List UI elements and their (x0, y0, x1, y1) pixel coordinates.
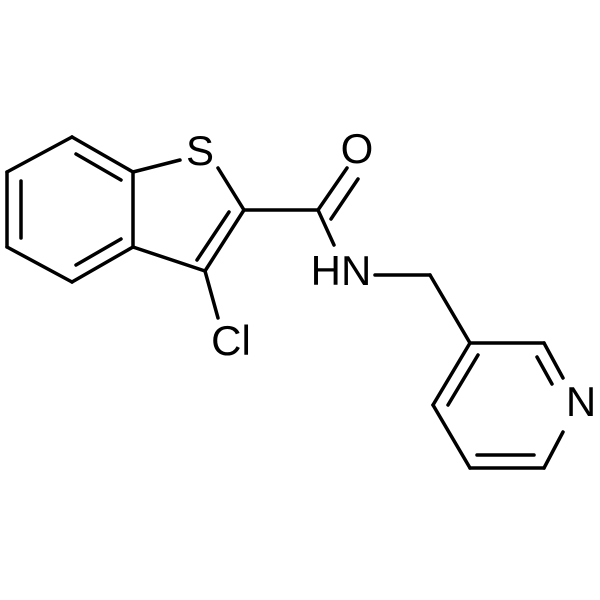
bond-carbonyl-o (316, 166, 349, 212)
bond-py-c4-c3-inner (446, 353, 480, 407)
bond-c6-c1 (5, 135, 74, 174)
bond-c2-c3 (203, 208, 246, 273)
bond-py-c5-c4 (431, 403, 472, 470)
amide-group (242, 166, 360, 247)
bond-c3-cl (203, 269, 220, 320)
bond-carbonyl-o-double (329, 177, 360, 221)
bond-c3-c4 (70, 245, 135, 284)
bond-c4-c5 (5, 245, 74, 284)
methylene-linker (373, 273, 472, 345)
bond-py-c4-c3 (431, 341, 472, 407)
sulfur-label: S (186, 127, 214, 174)
amide-nitrogen-label: HN (311, 247, 372, 294)
pyridine-ring (431, 341, 565, 470)
bond-ch2-pyridine (428, 273, 472, 345)
pyridine-nitrogen-label: N (566, 378, 596, 425)
bond-py-c2-n-inner (535, 355, 554, 386)
benzene-ring (5, 135, 135, 284)
bond-c1-c2 (70, 135, 135, 174)
bond-c7a-s (131, 158, 182, 174)
bond-py-n-c6 (542, 430, 565, 470)
bond-py-c2-n (542, 341, 565, 380)
bond-carbonyl-n (316, 208, 336, 247)
chlorine-label: Cl (211, 317, 251, 364)
bond-c2-c3-inner (195, 210, 231, 262)
bond-c3-c3a (131, 245, 207, 273)
bond-c3-c4-inner (74, 237, 123, 267)
bond-c1-c2-inner (74, 152, 123, 182)
thiophene-ring (131, 158, 246, 273)
oxygen-label: O (341, 125, 374, 172)
bond-s-c2 (216, 166, 246, 212)
